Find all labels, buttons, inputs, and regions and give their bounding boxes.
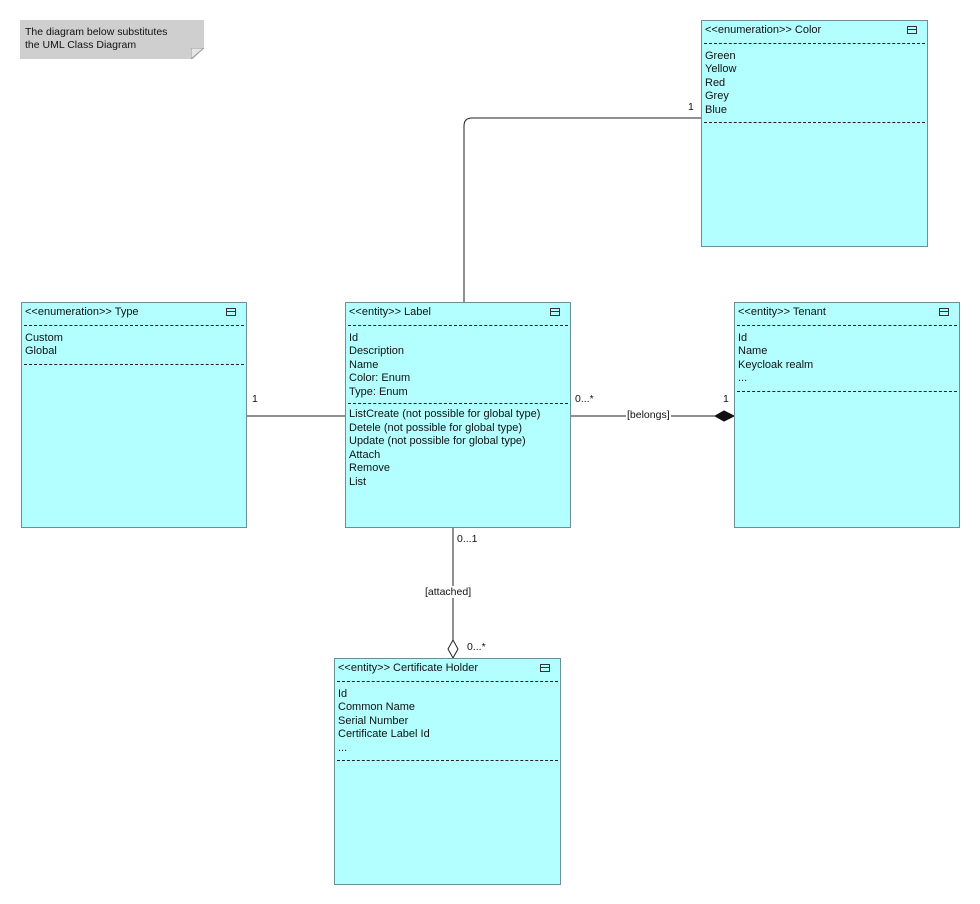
- attribute: Type: Enum: [349, 385, 408, 398]
- class-icon: [907, 26, 917, 34]
- compartment-separator: [704, 122, 925, 124]
- relation-name-attached: [attached]: [424, 586, 473, 598]
- attribute: Color: Enum: [349, 372, 411, 384]
- enum-literal: Yellow: [705, 63, 737, 75]
- class-title: <<enumeration>> Type: [25, 306, 139, 318]
- operation: Detele (not possible for global type): [349, 421, 523, 434]
- attribute: Id: [738, 331, 748, 344]
- attribute: Certificate Label Id: [338, 728, 430, 740]
- attribute: Id: [349, 331, 359, 344]
- compartment-separator: [348, 403, 568, 405]
- note-line: The diagram below substitutes: [25, 26, 168, 38]
- class-icon: [939, 308, 949, 316]
- operation: ListCreate (not possible for global type…: [349, 408, 541, 420]
- multiplicity-type: 1: [252, 393, 258, 405]
- attribute: Name: [349, 358, 379, 371]
- class-box-type[interactable]: <<enumeration>> Type Custom Global: [21, 302, 247, 528]
- attribute: Name: [738, 345, 768, 357]
- enum-literal: Grey: [705, 90, 729, 102]
- multiplicity-color: 1: [688, 101, 694, 113]
- attribute: Common Name: [338, 701, 416, 713]
- class-title: <<entity>> Certificate Holder: [338, 662, 479, 674]
- operation: Remove: [349, 462, 390, 474]
- connector-label-color: [463, 117, 702, 302]
- note-fold: [191, 48, 204, 59]
- enum-literal: Red: [705, 76, 726, 89]
- compartment-separator: [24, 324, 244, 327]
- class-title: <<enumeration>> Color: [705, 24, 822, 36]
- multiplicity-tenant: 1: [723, 393, 729, 405]
- attribute: Id: [338, 687, 348, 700]
- class-icon: [550, 308, 560, 316]
- compartment-separator: [737, 390, 957, 393]
- class-title: <<entity>> Tenant: [738, 306, 826, 318]
- multiplicity-label-certificate: 0...1: [457, 533, 478, 545]
- diagram-note: The diagram below substitutes the UML Cl…: [20, 20, 204, 59]
- class-icon: [540, 664, 550, 672]
- attribute: ...: [738, 372, 748, 384]
- compartment-separator: [737, 324, 957, 327]
- class-icon: [226, 308, 236, 316]
- enum-literal: Green: [705, 49, 736, 62]
- multiplicity-label-tenant: 0...*: [575, 393, 594, 405]
- compartment-separator: [337, 760, 558, 762]
- aggregation-diamond: [447, 638, 459, 660]
- compartment-separator: [704, 42, 925, 45]
- multiplicity-certificate: 0...*: [467, 641, 486, 653]
- relation-name-belongs: [belongs]: [626, 409, 671, 421]
- class-box-certificate-holder[interactable]: <<entity>> Certificate Holder Id Common …: [334, 658, 561, 885]
- enum-literal: Blue: [705, 103, 728, 116]
- composition-diamond: [713, 410, 736, 422]
- compartment-separator: [24, 363, 244, 366]
- compartment-separator: [337, 680, 558, 683]
- attribute: Keycloak realm: [738, 358, 814, 371]
- operation: List: [349, 475, 367, 488]
- attribute: Description: [349, 345, 405, 357]
- class-box-tenant[interactable]: <<entity>> Tenant Id Name Keycloak realm…: [734, 302, 960, 528]
- class-title: <<entity>> Label: [349, 306, 431, 318]
- attribute: Serial Number: [338, 714, 409, 727]
- class-box-label[interactable]: <<entity>> Label Id Description Name Col…: [345, 302, 571, 528]
- operation: Attach: [349, 448, 381, 461]
- class-box-color[interactable]: <<enumeration>> Color Green Yellow Red G…: [701, 20, 928, 247]
- enum-literal: Custom: [25, 331, 63, 344]
- note-line: the UML Class Diagram: [25, 39, 137, 51]
- enum-literal: Global: [25, 345, 57, 357]
- operation: Update (not possible for global type): [349, 435, 526, 447]
- compartment-separator: [348, 324, 568, 327]
- attribute: ...: [338, 741, 348, 754]
